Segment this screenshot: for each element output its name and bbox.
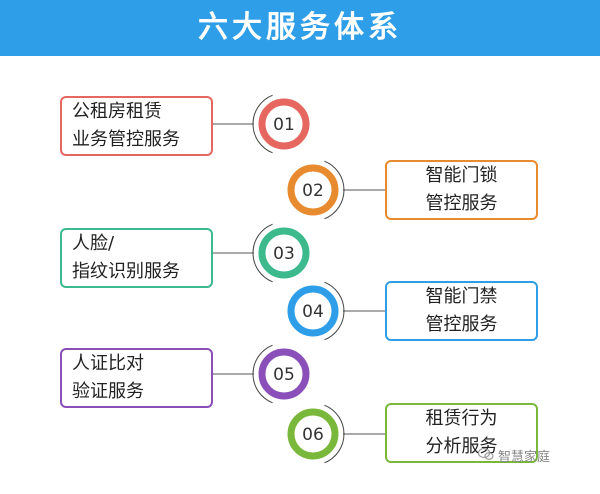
bracket-arc-02 — [324, 160, 345, 220]
service-label-line: 智能门锁 — [425, 165, 498, 186]
service-label-line: 人证比对 — [72, 353, 144, 374]
number-label-01: 01 — [273, 115, 295, 135]
service-label-line: 分析服务 — [425, 436, 498, 457]
number-label-03: 03 — [273, 244, 295, 264]
service-node-05: 05 — [213, 344, 310, 404]
bracket-arc-04 — [324, 281, 345, 341]
page-title: 六大服务体系 — [198, 10, 402, 45]
bracket-arc-05 — [252, 344, 273, 404]
number-circles: 01 02 03 04 05 06 — [213, 94, 385, 464]
service-node-02: 02 — [287, 160, 385, 220]
service-box-01: 公租房租赁业务管控服务 — [60, 96, 213, 156]
number-ring-01 — [258, 98, 310, 150]
number-label-02: 02 — [302, 181, 324, 201]
service-box-06: 租赁行为分析服务 — [385, 403, 538, 463]
service-label-line: 公租房租赁 — [72, 101, 162, 122]
service-label-line: 租赁行为 — [425, 408, 498, 429]
service-box-04: 智能门禁管控服务 — [385, 281, 538, 341]
service-node-04: 04 — [287, 281, 385, 341]
service-label-line: 智能门禁 — [425, 286, 498, 307]
number-ring-04 — [287, 285, 339, 337]
title-banner — [0, 0, 600, 56]
watermark-text: 智慧家庭 — [498, 450, 551, 465]
service-node-03: 03 — [213, 223, 310, 283]
service-box-05: 人证比对验证服务 — [60, 348, 213, 408]
service-box-02: 智能门锁管控服务 — [385, 160, 538, 220]
bracket-arc-01 — [252, 94, 273, 154]
service-label-line: 业务管控服务 — [72, 129, 180, 150]
number-ring-06 — [287, 408, 339, 460]
number-ring-05 — [258, 348, 310, 400]
number-label-04: 04 — [302, 302, 324, 322]
service-label-line: 管控服务 — [425, 193, 498, 214]
service-label-line: 指纹识别服务 — [72, 261, 180, 282]
service-label-line: 管控服务 — [425, 314, 498, 335]
service-label-line: 验证服务 — [72, 381, 144, 402]
bracket-arc-03 — [252, 223, 273, 283]
number-ring-02 — [287, 164, 339, 216]
number-label-05: 05 — [273, 365, 295, 385]
service-node-01: 01 — [213, 94, 310, 154]
service-label-line: 人脸/ — [72, 233, 115, 254]
number-label-06: 06 — [302, 425, 324, 445]
wechat-icon — [478, 447, 494, 460]
service-node-06: 06 — [287, 404, 385, 464]
service-box-03: 人脸/指纹识别服务 — [60, 228, 213, 288]
bracket-arc-06 — [324, 404, 345, 464]
number-ring-03 — [258, 227, 310, 279]
